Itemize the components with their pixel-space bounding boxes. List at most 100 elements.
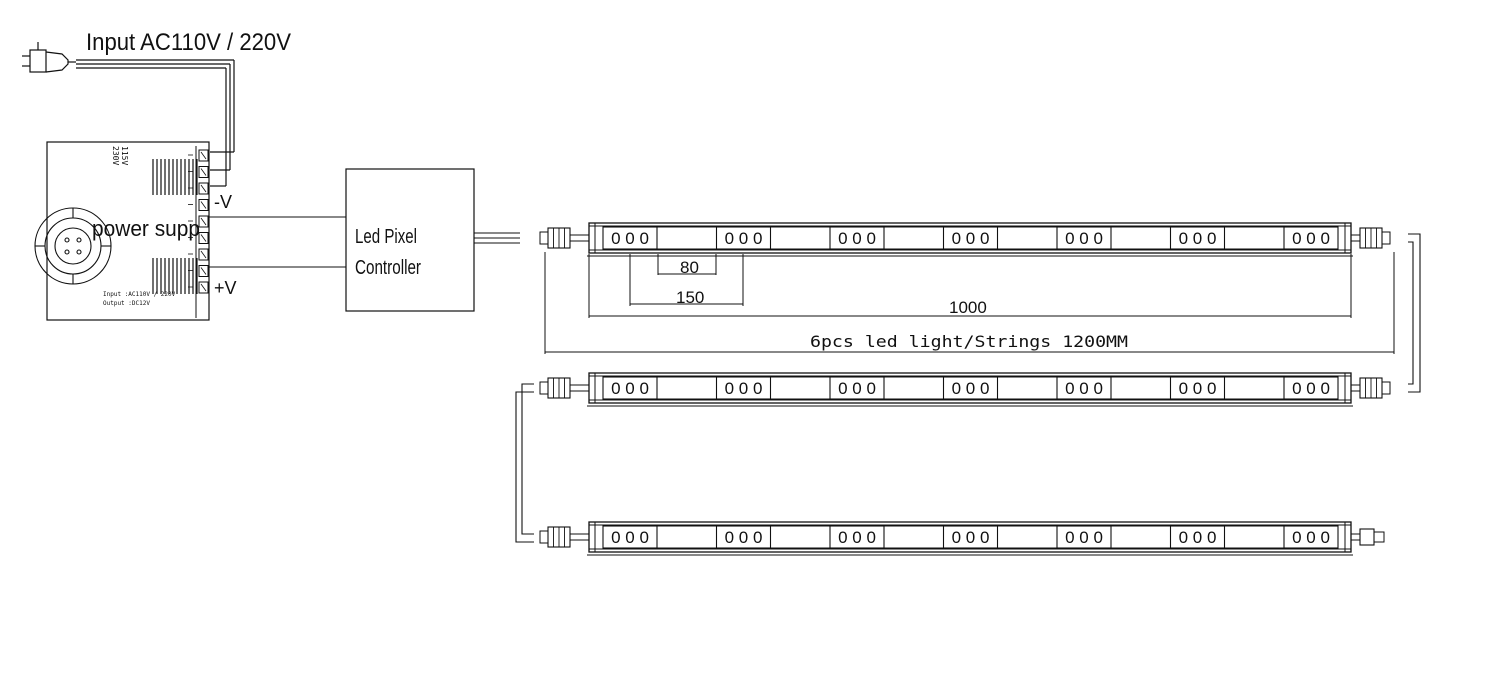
led-chips: 0 0 0 — [611, 229, 649, 248]
loop-wire-right — [1408, 233, 1421, 393]
screw-terminal — [198, 166, 209, 178]
led-pixel-controller: Led Pixel Controller — [345, 168, 475, 312]
input-voltage-label: Input AC110V / 220V — [86, 29, 291, 56]
led-strip: 0 0 0 0 0 0 0 0 0 0 0 0 0 0 0 0 0 0 0 0 0 — [539, 372, 1391, 407]
strip-gap — [656, 376, 717, 400]
led-chips: 0 0 0 — [611, 379, 649, 398]
screw-terminal — [198, 281, 209, 294]
dimension-80: 80 — [657, 254, 717, 277]
strip-gap — [883, 525, 944, 549]
led-chips: 0 0 0 — [725, 528, 763, 547]
led-chips: 0 0 0 — [1292, 379, 1330, 398]
strip-gap — [1224, 525, 1285, 549]
led-chips: 0 0 0 — [952, 528, 990, 547]
end-plug — [1359, 528, 1375, 546]
strip-gap — [997, 226, 1058, 250]
output-connector — [1359, 377, 1391, 399]
controller-label-line1: Led Pixel — [355, 226, 417, 248]
led-chips: 0 0 0 — [952, 229, 990, 248]
plus-v-label: +V — [214, 278, 237, 298]
dimension-1000-label: 1000 — [949, 298, 987, 317]
end-cap — [588, 372, 596, 404]
screw-terminal — [198, 149, 209, 162]
led-chips: 0 0 0 — [1292, 229, 1330, 248]
connector-tip — [539, 381, 549, 395]
strip-gap — [883, 226, 944, 250]
input-connector — [539, 227, 571, 249]
strip-gap — [997, 525, 1058, 549]
vent-slots — [152, 159, 198, 195]
strip-gap — [656, 525, 717, 549]
controller-label-line2: Controller — [355, 257, 421, 279]
led-strip: 0 0 0 0 0 0 0 0 0 0 0 0 0 0 0 0 0 0 0 0 0 — [539, 222, 1391, 257]
screw-terminal — [198, 199, 209, 211]
power-plug-icon — [22, 42, 76, 73]
led-chips: 0 0 0 — [838, 229, 876, 248]
led-chips: 0 0 0 — [838, 379, 876, 398]
end-plug-tip — [1373, 531, 1385, 543]
dimension-1000: 1000 — [588, 254, 1352, 318]
end-cap — [588, 521, 596, 553]
psu-input-spec: Input :AC110V / 220V — [103, 291, 176, 298]
connector-tip — [1381, 381, 1391, 395]
led-chips: 0 0 0 — [952, 379, 990, 398]
led-chips: 0 0 0 — [1179, 229, 1217, 248]
strip-gap — [770, 376, 831, 400]
screw-terminal — [198, 248, 209, 261]
input-cable — [76, 59, 235, 187]
screw-terminal — [198, 232, 209, 244]
screw-terminal — [198, 215, 209, 228]
dimension-80-label: 80 — [680, 258, 699, 277]
dimension-150: 150 — [629, 254, 744, 307]
led-chips: 0 0 0 — [1179, 379, 1217, 398]
pixel-segment — [1283, 226, 1339, 250]
voltage-switch-label: 115V230V — [111, 146, 129, 165]
end-cap — [588, 222, 596, 254]
power-supply-label: power supp — [92, 216, 200, 241]
screw-slot — [200, 250, 207, 259]
screw-slot — [200, 168, 207, 176]
strip-gap — [656, 226, 717, 250]
strip-gap — [997, 376, 1058, 400]
pixel-segment — [1283, 376, 1339, 400]
strip-gap — [1110, 226, 1171, 250]
strip-gap — [770, 226, 831, 250]
led-chips: 0 0 0 — [1065, 528, 1103, 547]
minus-v-label: -V — [214, 192, 232, 212]
strip-gap — [883, 376, 944, 400]
strip-gap — [1224, 376, 1285, 400]
screw-slot — [200, 184, 207, 193]
led-chips: 0 0 0 — [1065, 379, 1103, 398]
strip-gap — [770, 525, 831, 549]
led-chips: 0 0 0 — [725, 229, 763, 248]
input-connector — [539, 526, 571, 548]
end-cap — [1344, 372, 1352, 404]
screw-slot — [200, 234, 207, 242]
screw-slot — [200, 283, 207, 292]
led-chips: 0 0 0 — [1292, 528, 1330, 547]
connector-tip — [539, 530, 549, 544]
led-chips: 0 0 0 — [1065, 229, 1103, 248]
connector-tip — [539, 231, 549, 245]
led-chips: 0 0 0 — [725, 379, 763, 398]
psu-output-spec: Output :DC12V — [103, 300, 150, 307]
vent-slots — [152, 258, 198, 294]
end-cap — [1344, 521, 1352, 553]
end-cap — [1344, 222, 1352, 254]
dc-wires — [209, 216, 346, 268]
strip-gap — [1110, 525, 1171, 549]
screw-slot — [200, 267, 207, 275]
connector-tip — [1381, 231, 1391, 245]
screw-terminal — [198, 182, 209, 195]
fan-icon — [34, 207, 112, 285]
string-length-label: 6pcs led light/Strings 1200MM — [810, 332, 1128, 351]
power-supply: power supp 115V230V Input :AC110V / 220V… — [34, 141, 210, 321]
dimension-1200: 6pcs led light/Strings 1200MM — [544, 252, 1395, 354]
screw-terminal — [198, 265, 209, 277]
strip-gap — [1224, 226, 1285, 250]
led-chips: 0 0 0 — [838, 528, 876, 547]
screw-slot — [200, 217, 207, 226]
